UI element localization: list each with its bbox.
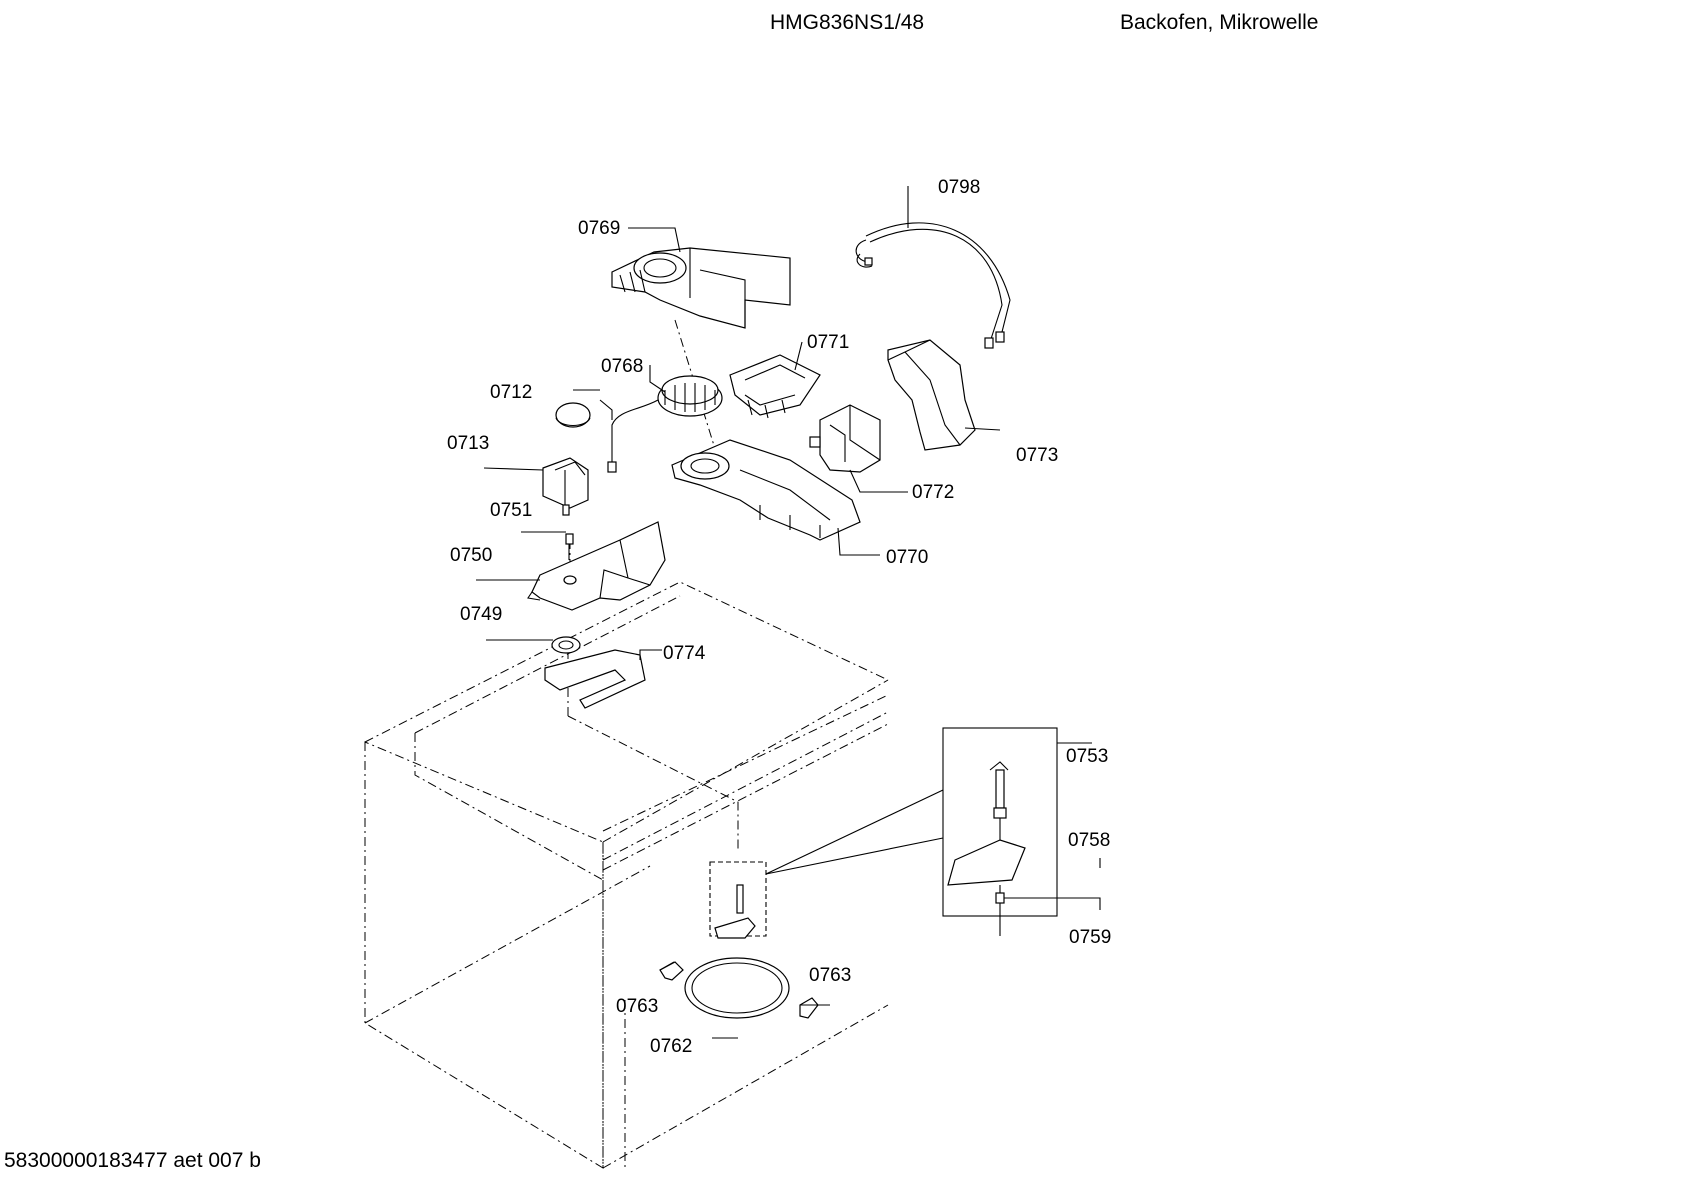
cover-plate-0774: [544, 649, 646, 709]
label-0763-left: 0763: [616, 996, 658, 1017]
stirrer-assembly-detail: [709, 727, 1101, 939]
model-number: HMG836NS1/48: [770, 11, 925, 34]
blower-motor-0768: [599, 375, 723, 473]
document-id: 58300000183477 aet 007 b: [4, 1149, 261, 1172]
label-0770: 0770: [886, 547, 928, 568]
bracket-0713: [542, 457, 589, 516]
label-0758: 0758: [1068, 830, 1110, 851]
label-0712: 0712: [490, 382, 532, 403]
appliance-description: Backofen, Mikrowelle: [1120, 11, 1319, 34]
clip-0763-left: [659, 961, 684, 981]
label-0771: 0771: [807, 332, 849, 353]
label-0713: 0713: [447, 433, 489, 454]
label-0798: 0798: [938, 177, 980, 198]
label-0750: 0750: [450, 545, 492, 566]
air-channel-base-0770: [671, 439, 861, 541]
waveguide-0750: [527, 521, 666, 611]
leader-lines: [476, 186, 1092, 1039]
label-0759: 0759: [1069, 927, 1111, 948]
label-0763-right: 0763: [809, 965, 851, 986]
screw-0751: [565, 533, 574, 560]
label-0753: 0753: [1066, 746, 1108, 767]
turntable-ring-0762: [684, 957, 790, 1019]
part-labels: 0798 0769 0771 0768 0712 0713 0773 0772 …: [447, 177, 1111, 1057]
air-duct-0773: [887, 339, 976, 451]
label-0772: 0772: [912, 482, 954, 503]
label-0762: 0762: [650, 1036, 692, 1057]
label-0769: 0769: [578, 218, 620, 239]
label-0751: 0751: [490, 500, 532, 521]
label-0773: 0773: [1016, 445, 1058, 466]
magnetron-0772: [809, 404, 881, 473]
label-0774: 0774: [663, 643, 706, 664]
ring-seal-0749: [551, 636, 581, 654]
dome-sensor-0712: [555, 402, 591, 428]
clip-0763-right: [799, 997, 819, 1019]
label-0768: 0768: [601, 356, 643, 377]
cable-harness-0798: [855, 222, 1011, 349]
fan-housing-cover-0769: [611, 247, 791, 329]
control-board-0771: [729, 354, 821, 419]
label-0749: 0749: [460, 604, 502, 625]
